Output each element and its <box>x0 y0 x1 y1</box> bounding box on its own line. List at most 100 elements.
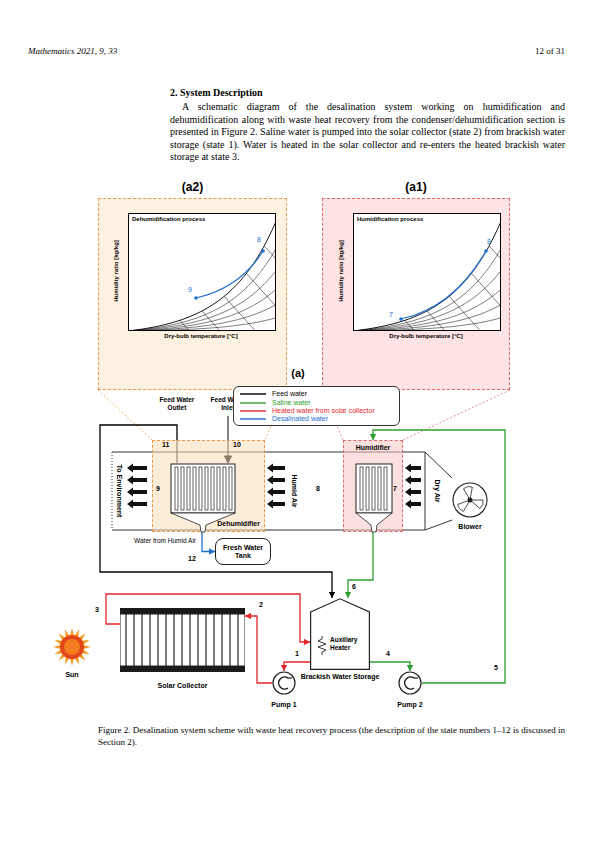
air-arrow <box>267 500 285 509</box>
fresh-water-tank: Fresh Water Tank <box>215 538 271 565</box>
node-sublabel: Brackish Water Storage <box>296 673 384 681</box>
pipe-connector <box>202 532 215 555</box>
pipe-line <box>245 616 272 683</box>
legend-line <box>240 419 266 420</box>
dehumidifier-unit: Dehumidifier <box>152 440 265 532</box>
panel-label: (a) <box>291 367 304 379</box>
state-number: 7 <box>393 485 397 492</box>
state-number: 8 <box>257 236 261 243</box>
figure-caption: Figure 2. Desalination system scheme wit… <box>98 724 565 748</box>
legend-row: Saline water <box>240 398 393 406</box>
arrowhead <box>345 592 351 598</box>
node-label: (a1) <box>323 180 509 194</box>
legend-swatch <box>240 400 266 406</box>
state-number: 1 <box>295 650 299 658</box>
node-label: Auxiliary Heater <box>330 636 368 651</box>
legend-text: Desalinated water <box>272 415 328 423</box>
solar-collector-shape <box>120 608 245 672</box>
dehumidifier-unit-shape <box>153 441 266 533</box>
state-number: 4 <box>386 650 390 658</box>
node-label: Blower <box>432 523 508 531</box>
psychrometric-chart-shape <box>353 213 501 331</box>
air-arrow <box>267 476 285 485</box>
leader-line <box>403 390 510 440</box>
pipe-connector <box>281 662 310 671</box>
pump-shape <box>398 671 422 695</box>
storage-tank: Auxiliary HeaterBrackish Water Storage <box>310 598 370 670</box>
air-arrow <box>405 476 421 485</box>
legend-row: Heated water from solar collector <box>240 407 393 415</box>
air-arrow <box>405 500 421 509</box>
legend-swatch <box>240 408 266 414</box>
state-number: 6 <box>352 583 356 591</box>
node-label: Pump 1 <box>256 701 312 709</box>
psychrometric-chart-shape <box>128 213 276 331</box>
state-number: 9 <box>188 286 192 293</box>
section-heading: 2. System Description <box>170 87 263 98</box>
arrowhead <box>281 665 287 671</box>
state-number: 7 <box>389 311 393 318</box>
pipe-line <box>284 662 310 671</box>
flow-label: Dry Air <box>434 479 441 502</box>
air-arrow <box>267 488 285 497</box>
legend-box: Feed waterSaline waterHeated water from … <box>233 386 400 426</box>
sun-icon-shape <box>52 627 92 667</box>
axis-label: Humidity ratio [kg/kg] <box>338 240 344 302</box>
pipe-line <box>370 662 410 671</box>
pipe-connector <box>345 532 373 598</box>
pump: Pump 2 <box>398 671 422 695</box>
air-arrow <box>127 464 147 473</box>
legend-line <box>240 393 266 394</box>
axis-label: Dry-bulb temperature [°C] <box>389 333 462 339</box>
pipe-connector <box>100 425 335 598</box>
node-label: Pump 2 <box>382 701 438 709</box>
legend-text: Feed water <box>272 390 307 398</box>
state-number: 5 <box>494 664 498 672</box>
flow-label: Water from Humid Air <box>96 537 196 544</box>
zoom-panel: (a2)Dehumidification process <box>98 198 287 390</box>
blower: Blower <box>452 482 488 518</box>
leader-line <box>98 390 152 440</box>
sun-icon: Sun <box>52 627 92 667</box>
legend-row: Feed water <box>240 390 393 398</box>
arrowhead <box>304 639 310 645</box>
zoom-panel: (a1)Humidification process <box>322 198 510 390</box>
arrowhead <box>329 592 335 598</box>
state-number: 9 <box>156 485 160 492</box>
axis-label: Dry-bulb temperature [°C] <box>164 333 237 339</box>
blower-shape <box>452 482 488 518</box>
duct-joint <box>425 452 426 530</box>
pipe-line <box>202 532 215 552</box>
axis-label: Humidity ratio [kg/kg] <box>113 240 119 302</box>
pump-shape <box>272 671 296 695</box>
pipe-connector <box>245 613 272 683</box>
pipe-label: Feed Water Outlet <box>157 396 197 412</box>
pump: Pump 1 <box>272 671 296 695</box>
pipe-connector <box>370 662 413 671</box>
node-label: Humidification process <box>357 216 423 222</box>
air-arrow <box>127 488 147 497</box>
storage-tank-shape <box>310 598 370 670</box>
air-arrow <box>127 500 147 509</box>
state-number: 2 <box>259 601 263 609</box>
air-arrow <box>127 476 147 485</box>
air-arrow <box>405 464 421 473</box>
state-number: 3 <box>95 606 99 614</box>
state-number: 11 <box>162 441 169 449</box>
legend-text: Saline water <box>272 399 311 407</box>
node-label: Dehumidifier <box>217 520 260 528</box>
node-label: (a2) <box>99 180 286 194</box>
page-header: Mathematics 2021, 9, 33 <box>28 46 117 56</box>
air-arrow <box>267 464 285 473</box>
psychrometric-chart: Humidification process <box>353 213 501 331</box>
duct-outlet <box>112 452 113 530</box>
solar-collector: Solar Collector <box>120 608 245 672</box>
legend-line <box>240 402 266 403</box>
flow-label: Humid Air <box>291 474 298 507</box>
body-paragraph: A schematic diagram of the desalination … <box>170 101 565 164</box>
node-label: Solar Collector <box>110 682 255 690</box>
pipe-line <box>100 425 332 598</box>
psychrometric-chart: Dehumidification process <box>128 213 276 331</box>
page-number: 12 of 31 <box>535 46 565 56</box>
node-label: Fresh Water Tank <box>219 544 267 560</box>
